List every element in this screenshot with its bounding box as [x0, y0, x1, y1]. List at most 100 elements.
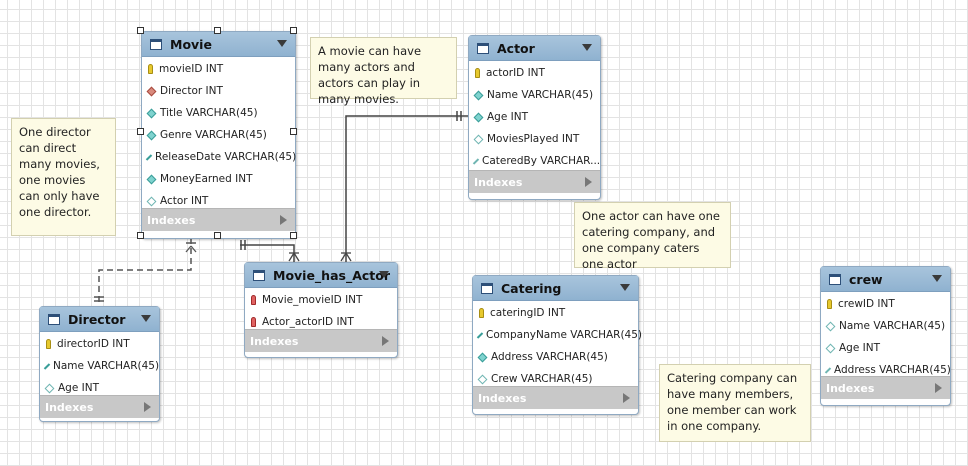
nullable-column-diamond-icon [825, 321, 836, 331]
expand-arrow-icon[interactable] [623, 393, 630, 403]
resize-handle[interactable] [137, 232, 144, 239]
note-actor-catering[interactable]: One actor can have one catering company,… [574, 202, 731, 271]
primary-key-icon [479, 308, 484, 318]
note-director[interactable]: One director can direct many movies, one… [11, 118, 116, 236]
table-catering-header[interactable]: Catering [473, 276, 638, 301]
table-catering-title: Catering [501, 280, 562, 296]
movie-director-relationship [98, 238, 192, 306]
column-row[interactable]: ReleaseDate VARCHAR(45) [142, 146, 296, 168]
resize-handle[interactable] [214, 27, 221, 34]
indexes-section[interactable]: Indexes [40, 395, 159, 418]
expand-arrow-icon[interactable] [585, 177, 592, 187]
table-movie-has-actor[interactable]: Movie_has_Actor Movie_movieID INT Actor_… [244, 262, 398, 358]
nullable-column-diamond-icon [146, 196, 157, 206]
resize-handle[interactable] [137, 128, 144, 135]
column-row[interactable]: Address VARCHAR(45) [821, 359, 951, 381]
primary-key-icon [827, 299, 832, 309]
foreign-primary-key-icon [251, 317, 256, 327]
table-crew-header[interactable]: crew [821, 267, 950, 292]
note-catering-crew[interactable]: Catering company can have many members, … [659, 364, 811, 442]
indexes-section[interactable]: Indexes [821, 376, 950, 399]
column-row[interactable]: Genre VARCHAR(45) [142, 124, 295, 146]
column-row[interactable]: Actor_actorID INT [245, 311, 397, 333]
table-movie-has-actor-title: Movie_has_Actor [273, 267, 391, 283]
table-director-header[interactable]: Director [40, 307, 159, 332]
nullable-column-diamond-icon [472, 157, 480, 165]
table-catering[interactable]: Catering cateringID INT CompanyName VARC… [472, 275, 642, 415]
resize-handle[interactable] [290, 27, 297, 34]
primary-key-icon [46, 339, 51, 349]
column-row[interactable]: cateringID INT [473, 302, 638, 324]
chevron-down-icon[interactable] [932, 275, 942, 282]
column-row[interactable]: movieID INT [142, 58, 295, 80]
table-crew[interactable]: crew crewID INT Name VARCHAR(45) Age INT… [820, 266, 951, 406]
indexes-section[interactable]: Indexes [473, 386, 638, 409]
table-icon [48, 313, 60, 325]
column-row[interactable]: directorID INT [40, 333, 159, 355]
column-diamond-icon [43, 362, 51, 370]
column-row[interactable]: MoneyEarned INT [142, 168, 295, 190]
nullable-column-diamond-icon [44, 383, 55, 393]
column-row[interactable]: Actor INT [142, 190, 295, 212]
column-row[interactable]: crewID INT [821, 293, 950, 315]
column-row[interactable]: Crew VARCHAR(45) [473, 368, 638, 390]
resize-handle[interactable] [290, 128, 297, 135]
column-row[interactable]: Age INT [469, 106, 600, 128]
column-row[interactable]: Address VARCHAR(45) [473, 346, 638, 368]
column-diamond-icon [476, 331, 484, 339]
table-actor-header[interactable]: Actor [469, 36, 600, 61]
column-row[interactable]: Name VARCHAR(45) [821, 315, 950, 337]
indexes-section[interactable]: Indexes [245, 329, 397, 352]
column-row[interactable]: Age INT [821, 337, 950, 359]
column-diamond-icon [477, 352, 488, 362]
primary-key-icon [475, 68, 480, 78]
resize-handle[interactable] [137, 27, 144, 34]
column-row[interactable]: Movie_movieID INT [245, 289, 397, 311]
indexes-section[interactable]: Indexes [469, 170, 600, 193]
resize-handle[interactable] [290, 232, 297, 239]
primary-key-icon [148, 64, 153, 74]
foreign-primary-key-icon [251, 295, 256, 305]
table-movie-title: Movie [170, 36, 212, 52]
foreign-key-diamond-icon [146, 86, 157, 96]
note-movie-actor[interactable]: A movie can have many actors and actors … [310, 37, 457, 106]
expand-arrow-icon[interactable] [144, 402, 151, 412]
expand-arrow-icon[interactable] [382, 336, 389, 346]
expand-arrow-icon[interactable] [935, 383, 942, 393]
chevron-down-icon[interactable] [620, 284, 630, 291]
chevron-down-icon[interactable] [277, 40, 287, 47]
table-actor[interactable]: Actor actorID INT Name VARCHAR(45) Age I… [468, 35, 601, 200]
table-icon [150, 38, 162, 50]
column-diamond-icon [146, 130, 157, 140]
movie-movie-has-actor-relationship [240, 244, 295, 262]
expand-arrow-icon[interactable] [280, 215, 287, 225]
column-diamond-icon [473, 112, 484, 122]
column-row[interactable]: Age INT [40, 377, 159, 399]
chevron-down-icon[interactable] [141, 315, 151, 322]
nullable-column-diamond-icon [473, 134, 484, 144]
column-diamond-icon [146, 108, 157, 118]
chevron-down-icon[interactable] [379, 271, 389, 278]
column-row[interactable]: CompanyName VARCHAR(45) [473, 324, 642, 346]
column-row[interactable]: CateredBy VARCHAR... [469, 150, 600, 172]
nullable-column-diamond-icon [824, 366, 832, 374]
actor-movie-has-actor-relationship [345, 115, 468, 262]
table-movie-has-actor-header[interactable]: Movie_has_Actor [245, 263, 397, 288]
table-movie-header[interactable]: Movie [142, 32, 295, 57]
table-actor-title: Actor [497, 40, 535, 56]
column-row[interactable]: Name VARCHAR(45) [469, 84, 600, 106]
column-row[interactable]: Name VARCHAR(45) [40, 355, 159, 377]
column-diamond-icon [473, 90, 484, 100]
column-row[interactable]: MoviesPlayed INT [469, 128, 600, 150]
indexes-section[interactable]: Indexes [142, 208, 295, 231]
resize-handle[interactable] [214, 232, 221, 239]
table-icon [829, 273, 841, 285]
table-movie[interactable]: Movie movieID INT Director INT Title VAR… [141, 31, 296, 239]
nullable-column-diamond-icon [825, 343, 836, 353]
column-row[interactable]: Director INT [142, 80, 295, 102]
table-director[interactable]: Director directorID INT Name VARCHAR(45)… [39, 306, 160, 422]
chevron-down-icon[interactable] [582, 44, 592, 51]
column-row[interactable]: Title VARCHAR(45) [142, 102, 295, 124]
column-row[interactable]: actorID INT [469, 62, 600, 84]
